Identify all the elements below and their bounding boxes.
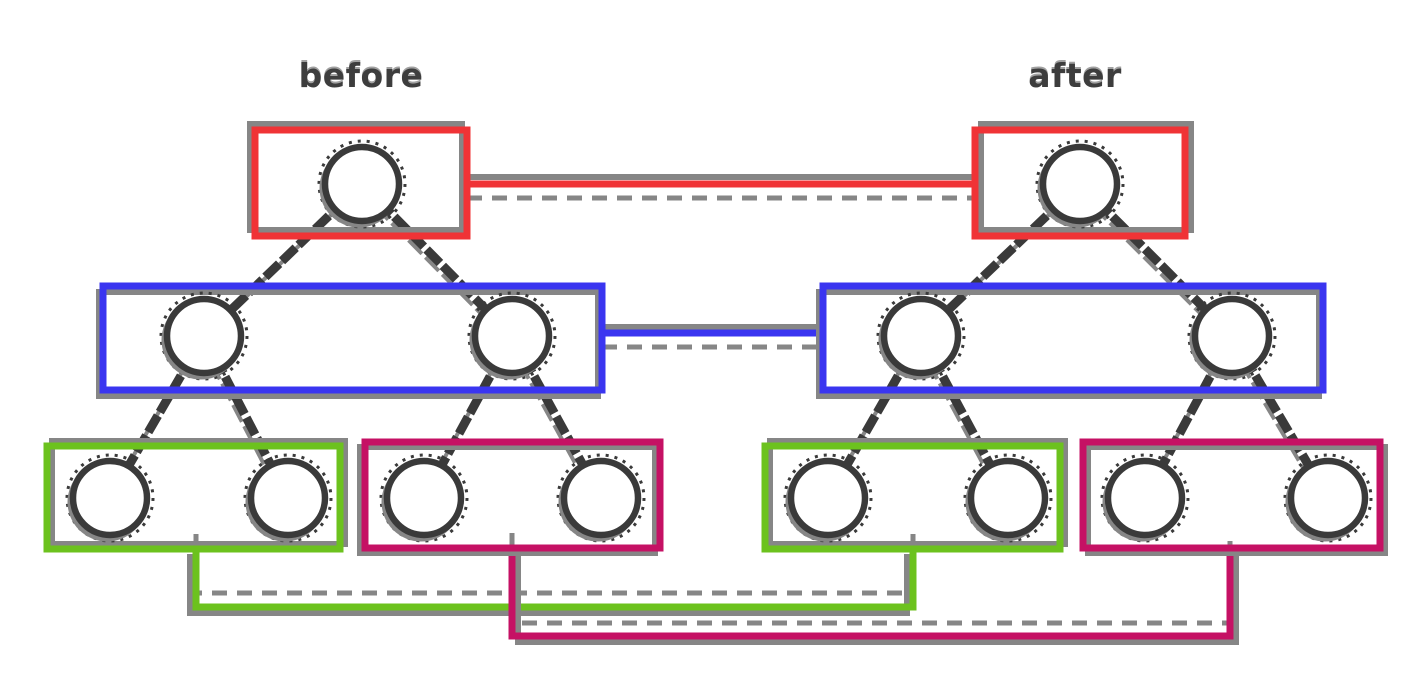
tree-node [1191, 295, 1273, 377]
before-mid-box [99, 282, 606, 394]
tree-node [1104, 457, 1186, 539]
tree-node-ring [963, 453, 1053, 543]
after-right-leaf-box-shadow [1085, 444, 1388, 556]
tree-node [247, 457, 329, 539]
after-left-leaf-box-shadow [767, 438, 1068, 547]
right-leaf-link-shadow [515, 552, 1239, 645]
tree-node [560, 457, 642, 539]
tree-node-ring [556, 453, 646, 543]
before-right-leaf-box [361, 438, 664, 552]
after-root-box [971, 126, 1189, 240]
tree-node-ring [1100, 453, 1190, 543]
tree-node [471, 295, 553, 377]
tree-node [880, 295, 962, 377]
tree-node [1039, 143, 1121, 225]
tree-node-ring [1035, 139, 1125, 229]
before-right-leaf-box-shadow [357, 444, 658, 556]
tree-node-ring [876, 291, 966, 381]
tree-node-ring [317, 139, 407, 229]
after-left-leaf-box [761, 442, 1064, 553]
tree-node [321, 143, 403, 225]
tree-node-ring [65, 453, 155, 543]
left-leaf-link-shadow [187, 554, 910, 616]
tree-node-ring [379, 453, 469, 543]
before-label: before [298, 56, 424, 95]
after-right-leaf-box [1079, 438, 1384, 552]
before-left-leaf-box [43, 442, 344, 553]
tree-node [967, 457, 1049, 539]
after-label: after [1028, 56, 1122, 95]
tree-node [69, 457, 151, 539]
left-leaf-link [192, 548, 917, 611]
after-root-box-shadow [978, 121, 1194, 233]
after-mid-box [819, 282, 1327, 394]
tree-node [383, 457, 465, 539]
tree-node-ring [1283, 453, 1373, 543]
tree-node [787, 457, 869, 539]
tree-node-ring [243, 453, 333, 543]
before-left-leaf-box-shadow [49, 438, 348, 547]
before-mid-box-shadow [96, 289, 601, 399]
tree-node [1287, 457, 1369, 539]
tree-node-ring [467, 291, 557, 381]
before-root-box [251, 126, 471, 240]
tree-node-ring [1187, 291, 1277, 381]
after-mid-box-shadow [816, 289, 1322, 399]
tree-node [163, 295, 245, 377]
tree-node-ring [159, 291, 249, 381]
before-root-box-shadow [247, 121, 465, 233]
right-leaf-link [508, 546, 1234, 640]
tree-node-ring [783, 453, 873, 543]
